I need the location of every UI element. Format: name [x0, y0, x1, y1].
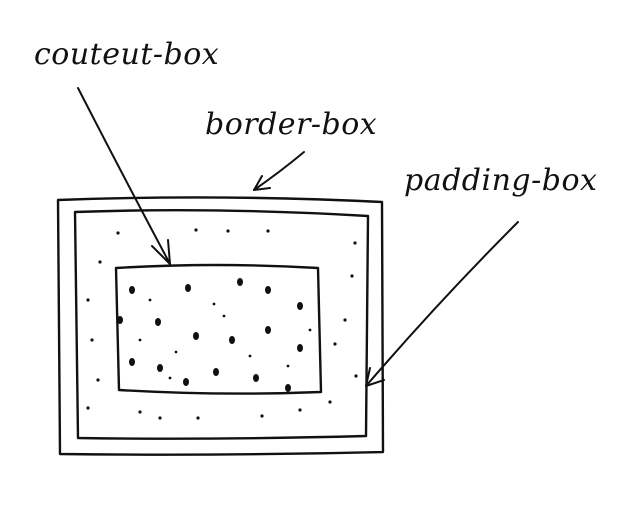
border-box-label: border-box	[205, 107, 377, 142]
border-box-arrow	[253, 151, 305, 191]
padding-dot	[343, 318, 347, 322]
content-dot-small	[168, 376, 172, 380]
padding-dot	[298, 408, 302, 412]
content-box-arrow	[77, 87, 171, 265]
content-dot	[229, 336, 235, 344]
content-dot-small	[138, 338, 142, 342]
padding-box-outline	[73, 209, 370, 440]
padding-dot	[226, 229, 230, 233]
content-dot-small	[174, 350, 178, 354]
padding-box-label: padding-box	[404, 163, 597, 198]
content-dot	[253, 374, 259, 382]
padding-dot	[354, 374, 358, 378]
padding-dot	[260, 414, 264, 418]
padding-dot	[138, 410, 142, 414]
content-box-label: couteut-box	[34, 37, 219, 72]
padding-dot	[266, 229, 270, 233]
padding-dot	[333, 342, 337, 346]
content-dot-small	[148, 298, 152, 302]
content-dot	[297, 344, 303, 352]
padding-dot	[116, 231, 120, 235]
content-dot	[265, 286, 271, 294]
padding-dot	[194, 228, 198, 232]
content-dot	[237, 278, 243, 286]
content-dot-small	[248, 354, 252, 358]
content-dot	[297, 302, 303, 310]
content-dot	[129, 358, 135, 366]
content-dot-small	[212, 302, 216, 306]
content-dot	[129, 286, 135, 294]
content-dot	[285, 384, 291, 392]
content-dot	[155, 318, 161, 326]
content-dot-small	[222, 314, 226, 318]
content-area-dots	[117, 278, 312, 392]
content-dot	[185, 284, 191, 292]
padding-dot	[98, 260, 102, 264]
content-dot	[117, 316, 123, 324]
content-dot	[157, 364, 163, 372]
padding-dot	[86, 406, 90, 410]
content-dot-small	[308, 328, 312, 332]
content-box-outline	[114, 263, 323, 395]
padding-dot	[328, 400, 332, 404]
padding-dot	[353, 241, 357, 245]
content-dot	[265, 326, 271, 334]
content-dot	[213, 368, 219, 376]
padding-dot	[350, 274, 354, 278]
border-box-outline	[56, 196, 385, 456]
padding-dot	[196, 416, 200, 420]
padding-area-dots	[86, 228, 358, 420]
padding-dot	[96, 378, 100, 382]
padding-dot	[86, 298, 90, 302]
padding-dot	[158, 416, 162, 420]
padding-box-arrow	[365, 221, 519, 387]
padding-dot	[90, 338, 94, 342]
content-dot	[183, 378, 189, 386]
content-dot	[193, 332, 199, 340]
content-dot-small	[286, 364, 290, 368]
